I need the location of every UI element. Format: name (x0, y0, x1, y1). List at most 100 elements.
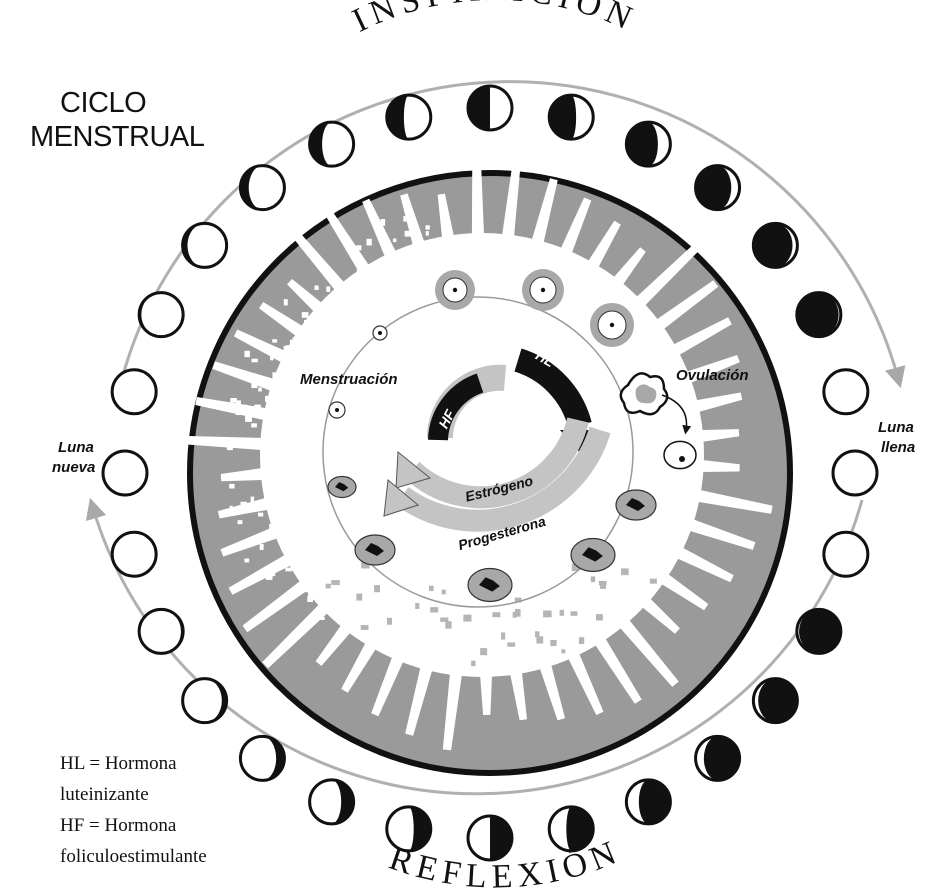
speckle (403, 216, 409, 222)
speckle (272, 499, 278, 503)
moon-phase-icon (797, 609, 841, 653)
speckle (288, 395, 292, 400)
moon-shadow (468, 86, 490, 130)
speckle (356, 594, 362, 601)
speckle (445, 621, 451, 628)
speckle (550, 640, 556, 646)
speckle (326, 286, 330, 292)
speckle (317, 326, 323, 330)
full-moon-line-1: Luna (878, 419, 914, 436)
speckle (596, 614, 603, 620)
speckle (387, 618, 392, 625)
speckle (501, 632, 505, 639)
follicle (571, 539, 615, 572)
legend-line-3: HF = Hormona (60, 810, 207, 841)
inner-cavity (260, 233, 704, 677)
speckle (367, 239, 372, 246)
speckle (591, 576, 596, 582)
follicle (329, 402, 345, 418)
speckle (536, 636, 543, 643)
speckle (270, 356, 273, 361)
speckle (251, 381, 257, 388)
speckle (320, 330, 325, 334)
speckle (302, 312, 309, 318)
moon-phase-icon (112, 370, 156, 414)
speckle (244, 351, 250, 357)
speckle (321, 603, 326, 606)
title-line-2: MENSTRUAL (30, 121, 205, 153)
moon-phase-icon (468, 86, 512, 130)
speckle (515, 609, 521, 617)
speckle (650, 579, 657, 584)
speckle (393, 239, 396, 243)
speckle (299, 536, 305, 543)
speckle (270, 433, 275, 436)
speckle (285, 568, 292, 572)
speckle (238, 520, 243, 524)
speckle (326, 584, 331, 589)
follicle (355, 535, 395, 565)
speckle (415, 603, 419, 609)
speckle (276, 601, 279, 604)
legend-line-4: foliculoestimulante (60, 841, 207, 872)
speckle (426, 225, 430, 229)
speckle (245, 415, 252, 421)
moon-shadow (490, 816, 512, 860)
speckle (293, 337, 296, 341)
speckle (381, 219, 386, 226)
speckle (267, 384, 274, 390)
moon-phase-icon (103, 451, 147, 495)
new-moon-label: Luna nueva (52, 439, 95, 476)
speckle (440, 618, 448, 622)
speckle (265, 396, 268, 402)
speckle (281, 366, 285, 372)
speckle (251, 423, 257, 427)
new-moon-line-2: nueva (52, 459, 95, 476)
speckle (326, 602, 329, 606)
speckle (579, 637, 584, 644)
speckle (299, 329, 303, 336)
speckle (230, 398, 237, 403)
uterus-lining (183, 154, 790, 773)
speckle (261, 458, 264, 465)
moon-shadow (549, 95, 576, 139)
moon-phase-icon (753, 679, 797, 723)
speckle (230, 506, 233, 510)
speckle (279, 535, 282, 540)
speckle (263, 415, 268, 422)
speckle (281, 418, 288, 423)
speckle (258, 513, 263, 517)
speckle (278, 407, 283, 411)
moon-phase-icon (139, 609, 183, 653)
speckle (252, 359, 258, 363)
moon-phase-icon (824, 370, 868, 414)
speckle (374, 585, 380, 592)
speckle (357, 268, 360, 272)
speckle (304, 320, 310, 326)
title-line-1: CICLO (60, 87, 146, 119)
follicle (664, 441, 696, 468)
moon-phase-icon (696, 736, 740, 780)
legend-line-1: HL = Hormona (60, 748, 207, 779)
speckle (236, 410, 241, 415)
moon-phase-icon (240, 166, 284, 210)
speckle (480, 648, 487, 655)
speckle (560, 610, 564, 616)
speckle (320, 617, 325, 620)
speckle (355, 255, 360, 258)
legend: HL = Hormona luteinizante HF = Hormona f… (60, 748, 207, 872)
moon-phase-icon (310, 780, 354, 824)
speckle (326, 595, 332, 601)
moon-phase-icon (310, 122, 354, 166)
speckle (282, 372, 286, 376)
new-moon-line-1: Luna (58, 439, 94, 456)
speckle (284, 299, 288, 305)
speckle (430, 607, 438, 612)
moon-phase-icon (112, 532, 156, 576)
full-moon-label: Luna llena (878, 419, 915, 456)
speckle (251, 497, 255, 503)
speckle (309, 343, 312, 347)
moon-phase-icon (626, 780, 670, 824)
speckle (309, 593, 313, 600)
full-moon-line-2: llena (881, 439, 915, 456)
